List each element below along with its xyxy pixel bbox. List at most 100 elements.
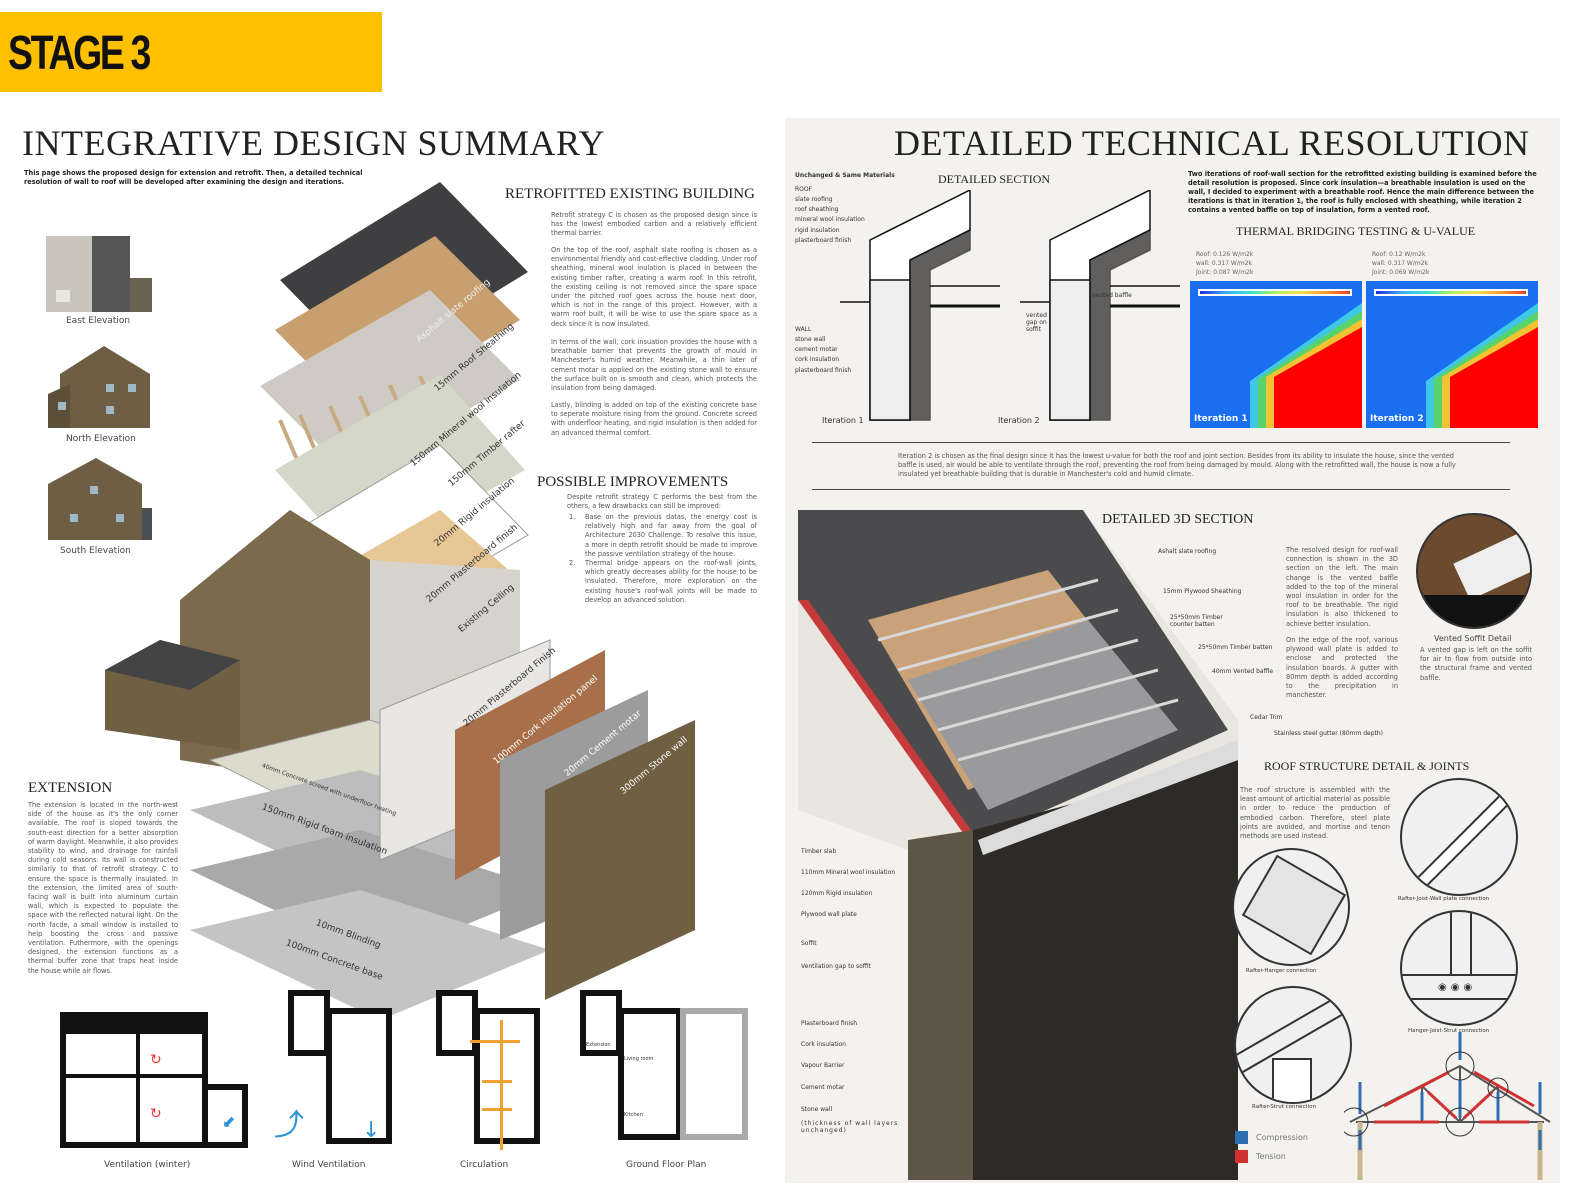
south-elevation-label: South Elevation xyxy=(60,546,131,556)
callout-label: 25*50mm Timber counter batten xyxy=(1170,614,1223,628)
detailed-section-heading: DETAILED SECTION xyxy=(938,172,1051,186)
callout-label: Ventilation gap to soffit xyxy=(801,963,871,970)
3d-section-heading: DETAILED 3D SECTION xyxy=(1102,512,1254,527)
thermal-heading: THERMAL BRIDGING TESTING & U-VALUE xyxy=(1236,224,1476,238)
north-elevation-label: North Elevation xyxy=(66,434,136,444)
stage-banner: STAGE 3 xyxy=(0,12,382,92)
joint-detail-rafter-strut xyxy=(1234,986,1352,1104)
joint-label: Hanger-Joist-Strut connection xyxy=(1408,1028,1490,1034)
iteration-2-label: Iteration 2 xyxy=(998,416,1040,425)
material-item: mineral wool insulation xyxy=(795,216,865,223)
improvement-text: Thermal bridge appears on the roof-wall … xyxy=(585,559,757,604)
callout-label: Ashalt slate roofing xyxy=(1158,548,1217,555)
joint-label: Rafter-Strut connection xyxy=(1252,1104,1316,1110)
callout-label: Stainless steel gutter (80mm depth) xyxy=(1274,730,1384,737)
legend-label: Compression xyxy=(1256,1133,1308,1142)
roof-structure-heading: ROOF STRUCTURE DETAIL & JOINTS xyxy=(1264,759,1470,773)
callout-label: 15mm Plywood Sheathing xyxy=(1163,588,1242,595)
callout-label: Plywood wall plate xyxy=(801,911,857,918)
material-item: cork insulation xyxy=(795,356,840,363)
materials-heading: Unchanged & Same Materials xyxy=(795,172,895,179)
material-item: roof sheathing xyxy=(795,206,839,213)
thermal-iteration-label: Iteration 1 xyxy=(1194,414,1248,424)
u-value-roof: Roof: 0.126 W/m2k xyxy=(1196,251,1254,258)
exploded-axonometric xyxy=(105,182,695,1020)
left-page-title: INTEGRATIVE DESIGN SUMMARY xyxy=(22,123,606,163)
improvement-text: Base on the previous datas, the energy c… xyxy=(585,513,757,558)
callout-label: Cement motar xyxy=(801,1084,845,1091)
joint-label: Rafter-Joist-Wall plate connection xyxy=(1398,896,1490,902)
improvement-num: 1. xyxy=(569,513,576,521)
callout-label: Cork insulation xyxy=(801,1041,846,1048)
material-item: plasterboard finish xyxy=(795,367,852,374)
thermal-sim-iteration-1: Iteration 1 xyxy=(1190,281,1362,428)
vented-soffit-detail-image xyxy=(1416,513,1532,629)
thermal-iteration-label: Iteration 2 xyxy=(1370,414,1424,424)
soffit-text: A vented gap is left on the soffit for a… xyxy=(1420,646,1532,682)
retrofit-para-4: Lastly, blinding is added on top of the … xyxy=(551,401,757,437)
joint-detail-rafter-joist-wallplate xyxy=(1400,778,1518,896)
soffit-title: Vented Soffit Detail xyxy=(1434,634,1512,643)
u-value-roof: Roof: 0.12 W/m2k xyxy=(1372,251,1426,258)
material-item: rigid insulation xyxy=(795,227,840,234)
vented-gap-label: vented gap on soffit xyxy=(1026,312,1047,333)
vented-baffle-label: vented baffle xyxy=(1092,292,1132,299)
roof-truss-force-diagram xyxy=(1344,1032,1551,1180)
plan-label: Circulation xyxy=(460,1160,509,1170)
joint-detail-hanger-joist-strut: ◉◉◉ xyxy=(1400,910,1518,1026)
callout-label: Stone wall xyxy=(801,1106,833,1113)
3d-section-para-1: The resolved design for roof-wall connec… xyxy=(1286,546,1398,628)
thermal-sim-iteration-2: Iteration 2 xyxy=(1366,281,1538,428)
stage-label: STAGE 3 xyxy=(8,27,151,80)
divider xyxy=(812,442,1510,443)
improvements-intro: Despite retrofit strategy C performs the… xyxy=(567,493,757,511)
u-value-wall: wall: 0.317 W/m2k xyxy=(1196,260,1253,267)
right-page-title: DETAILED TECHNICAL RESOLUTION xyxy=(894,123,1530,163)
compression-swatch xyxy=(1235,1131,1248,1144)
roof-heading: ROOF xyxy=(795,186,813,193)
callout-label: Soffit xyxy=(801,940,817,947)
detailed-section-drawings xyxy=(840,190,1180,421)
plan-label: Ground Floor Plan xyxy=(626,1160,707,1170)
room-label: Living room xyxy=(624,1056,654,1062)
plan-label: Ventilation (winter) xyxy=(104,1160,191,1170)
detailed-3d-section-render xyxy=(798,510,1238,1180)
extension-text: The extension is located in the north-we… xyxy=(28,801,178,975)
right-intro: Two iterations of roof-wall section for … xyxy=(1188,170,1537,214)
north-elevation-drawing xyxy=(48,346,150,428)
callout-label: 120mm Rigid insulation xyxy=(801,890,873,897)
room-label: Extension xyxy=(586,1042,611,1048)
improvement-num: 2. xyxy=(569,559,576,567)
material-item: cement motar xyxy=(795,346,838,353)
divider xyxy=(812,489,1510,490)
u-value-wall: wall: 0.317 W/m2k xyxy=(1372,260,1429,267)
callout-label: Cedar Trim xyxy=(1250,714,1283,721)
callout-label: 110mm Mineral wool insulation xyxy=(801,869,896,876)
callout-label: 25*50mm Timber batten xyxy=(1198,644,1273,651)
wall-note: (thickness of wall layers unchanged) xyxy=(801,1120,899,1134)
callout-label: Vapour Barrier xyxy=(801,1062,845,1069)
south-elevation-drawing xyxy=(48,458,152,540)
iteration-1-label: Iteration 1 xyxy=(822,416,864,425)
joint-detail-rafter-hanger xyxy=(1232,848,1350,966)
u-value-joint: Joint: 0.087 W/m2k xyxy=(1196,269,1254,276)
retrofit-para-3: In terms of the wall, cork insuation pro… xyxy=(551,338,757,393)
wall-heading: WALL xyxy=(795,326,812,333)
material-item: stone wall xyxy=(795,336,826,343)
room-label: Kitchen xyxy=(624,1112,643,1118)
3d-section-para-2: On the edge of the roof, various plywood… xyxy=(1286,636,1398,700)
callout-label: 40mm Vented baffle xyxy=(1212,668,1274,675)
extension-heading: EXTENSION xyxy=(28,780,113,796)
material-item: slate roofing xyxy=(795,196,833,203)
legend-label: Tension xyxy=(1256,1152,1286,1161)
callout-label: Plasterboard finish xyxy=(801,1020,858,1027)
improvements-heading: POSSIBLE IMPROVEMENTS xyxy=(537,474,729,490)
joint-label: Rafter-Hanger connection xyxy=(1246,968,1317,974)
retrofit-heading: RETROFITTED EXISTING BUILDING xyxy=(505,186,755,202)
retrofit-para-2: On the top of the roof, asphalt slate ro… xyxy=(551,246,757,328)
material-item: plasterboard finish xyxy=(795,237,852,244)
plan-label: Wind Ventilation xyxy=(292,1160,366,1170)
left-intro: This page shows the proposed design for … xyxy=(24,169,363,186)
conclusion-text: Iteration 2 is chosen as the final desig… xyxy=(898,452,1456,479)
roof-structure-text: The roof structure is assembled with the… xyxy=(1240,786,1390,841)
